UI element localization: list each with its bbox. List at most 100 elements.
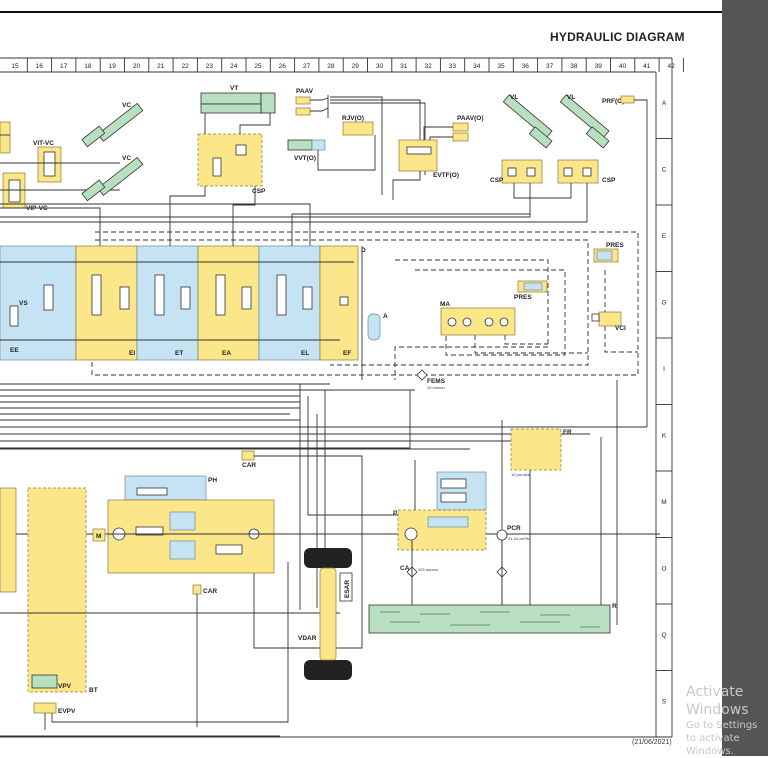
row-letter: O	[661, 566, 666, 573]
watermark-line2: Go to Settings to activate Windows.	[686, 720, 758, 758]
ea-label: EA	[222, 350, 231, 357]
row-letter: C	[662, 167, 667, 174]
column-number: 40	[619, 63, 627, 70]
page-title: HYDRAULIC DIAGRAM	[550, 30, 685, 44]
column-number: 38	[570, 63, 578, 70]
column-number: 27	[303, 63, 311, 70]
column-number: 30	[376, 63, 384, 70]
vt-cylinder	[200, 92, 262, 105]
bt-transmission	[27, 487, 87, 693]
hydrostatic-pump-block	[107, 499, 275, 574]
column-number: 21	[157, 63, 165, 70]
column-number: 28	[327, 63, 335, 70]
vt-label: VT	[230, 85, 238, 92]
vl-cylinder-left	[502, 94, 553, 149]
vc-cylinder-top	[81, 102, 144, 148]
fr-spec: 10 µm abs	[511, 472, 530, 477]
valve-block-left	[0, 121, 11, 154]
column-number: 33	[449, 63, 457, 70]
activation-watermark: Activate Windows Go to Settings to activ…	[686, 683, 768, 758]
vvt-label: VVT(O)	[294, 155, 316, 162]
column-number: 22	[181, 63, 189, 70]
csp-valve-vt	[197, 133, 263, 187]
column-number: 20	[133, 63, 141, 70]
column-number: 23	[206, 63, 214, 70]
pcr-pump	[496, 529, 508, 541]
control-valve-bank	[0, 245, 359, 361]
row-letter: K	[662, 433, 667, 440]
column-number: 35	[497, 63, 505, 70]
rjv-label: RJV(O)	[342, 115, 364, 122]
accumulator-a	[367, 313, 381, 341]
car-bottom-label: CAR	[203, 588, 217, 595]
row-letter: A	[662, 100, 667, 107]
prf-label: PRF(O)	[602, 98, 624, 105]
pres-mid-label: PRES	[514, 294, 532, 301]
d-label: D	[361, 247, 366, 254]
bt-label: BT	[89, 687, 98, 694]
vvt-cylinder	[287, 139, 313, 151]
car-valve-top	[241, 450, 255, 461]
hydraulic-tank	[368, 604, 611, 634]
ma-label: MA	[440, 301, 450, 308]
ph-label: PH	[208, 477, 217, 484]
vl-right-label: VL	[567, 94, 575, 101]
section-ef	[319, 245, 359, 361]
paav-coupler-2	[295, 107, 311, 116]
paav-o-coupler-1	[452, 122, 469, 132]
rear-wheels	[304, 660, 352, 680]
evpv-valve	[33, 702, 57, 714]
el-label: EL	[301, 350, 309, 357]
evpv-label: EVPV	[58, 708, 76, 715]
ee-label: EE	[10, 347, 19, 354]
ef-label: EF	[343, 350, 351, 357]
esar-box	[339, 572, 353, 602]
row-letter: E	[662, 233, 667, 240]
vip-vc-label: VIP-VC	[26, 205, 48, 212]
top-rule	[0, 11, 722, 13]
column-number: 19	[109, 63, 117, 70]
column-number: 41	[643, 63, 651, 70]
row-letter: G	[661, 300, 666, 307]
m-label: M	[96, 533, 101, 540]
column-number: 31	[400, 63, 408, 70]
revision-date: (21/06/2021)	[632, 739, 672, 746]
row-letter: I	[663, 366, 665, 373]
ca-spec: 125 micron	[418, 567, 438, 572]
vpv-cylinder	[31, 674, 58, 689]
vdar-label: VDAR	[298, 635, 317, 642]
front-wheels	[304, 548, 352, 568]
csp-vt-label: CSP	[252, 188, 266, 195]
paav-coupler-1	[295, 96, 311, 105]
row-letter: Q	[661, 632, 666, 639]
row-letter: S	[662, 699, 667, 706]
column-number: 36	[522, 63, 530, 70]
column-number: 15	[11, 63, 19, 70]
column-number: 34	[473, 63, 481, 70]
paav-o-label: PAAV(O)	[457, 115, 483, 122]
car-valve-bottom	[192, 584, 202, 595]
vdar-axle	[319, 567, 337, 661]
a-label: A	[383, 313, 388, 320]
column-number: 25	[254, 63, 262, 70]
fr-label: FR	[563, 429, 572, 436]
prf-coupler	[620, 95, 635, 104]
evtf-valve	[398, 139, 438, 172]
vci-label: VCI	[615, 325, 626, 332]
left-block	[0, 487, 17, 593]
paav-label: PAAV	[296, 88, 314, 95]
vc-bottom-label: VC	[122, 155, 131, 162]
column-number: 24	[230, 63, 238, 70]
r-label: R	[612, 603, 617, 610]
section-ee	[0, 245, 77, 361]
column-number: 26	[279, 63, 287, 70]
csp-valve-left	[501, 159, 543, 184]
vl-cylinder-right	[559, 94, 610, 149]
column-number: 29	[352, 63, 360, 70]
vpv-label: VPV	[58, 683, 72, 690]
ei-label: EI	[129, 350, 135, 357]
evtf-label: EVTF(O)	[433, 172, 459, 179]
vc-top-label: VC	[122, 102, 131, 109]
